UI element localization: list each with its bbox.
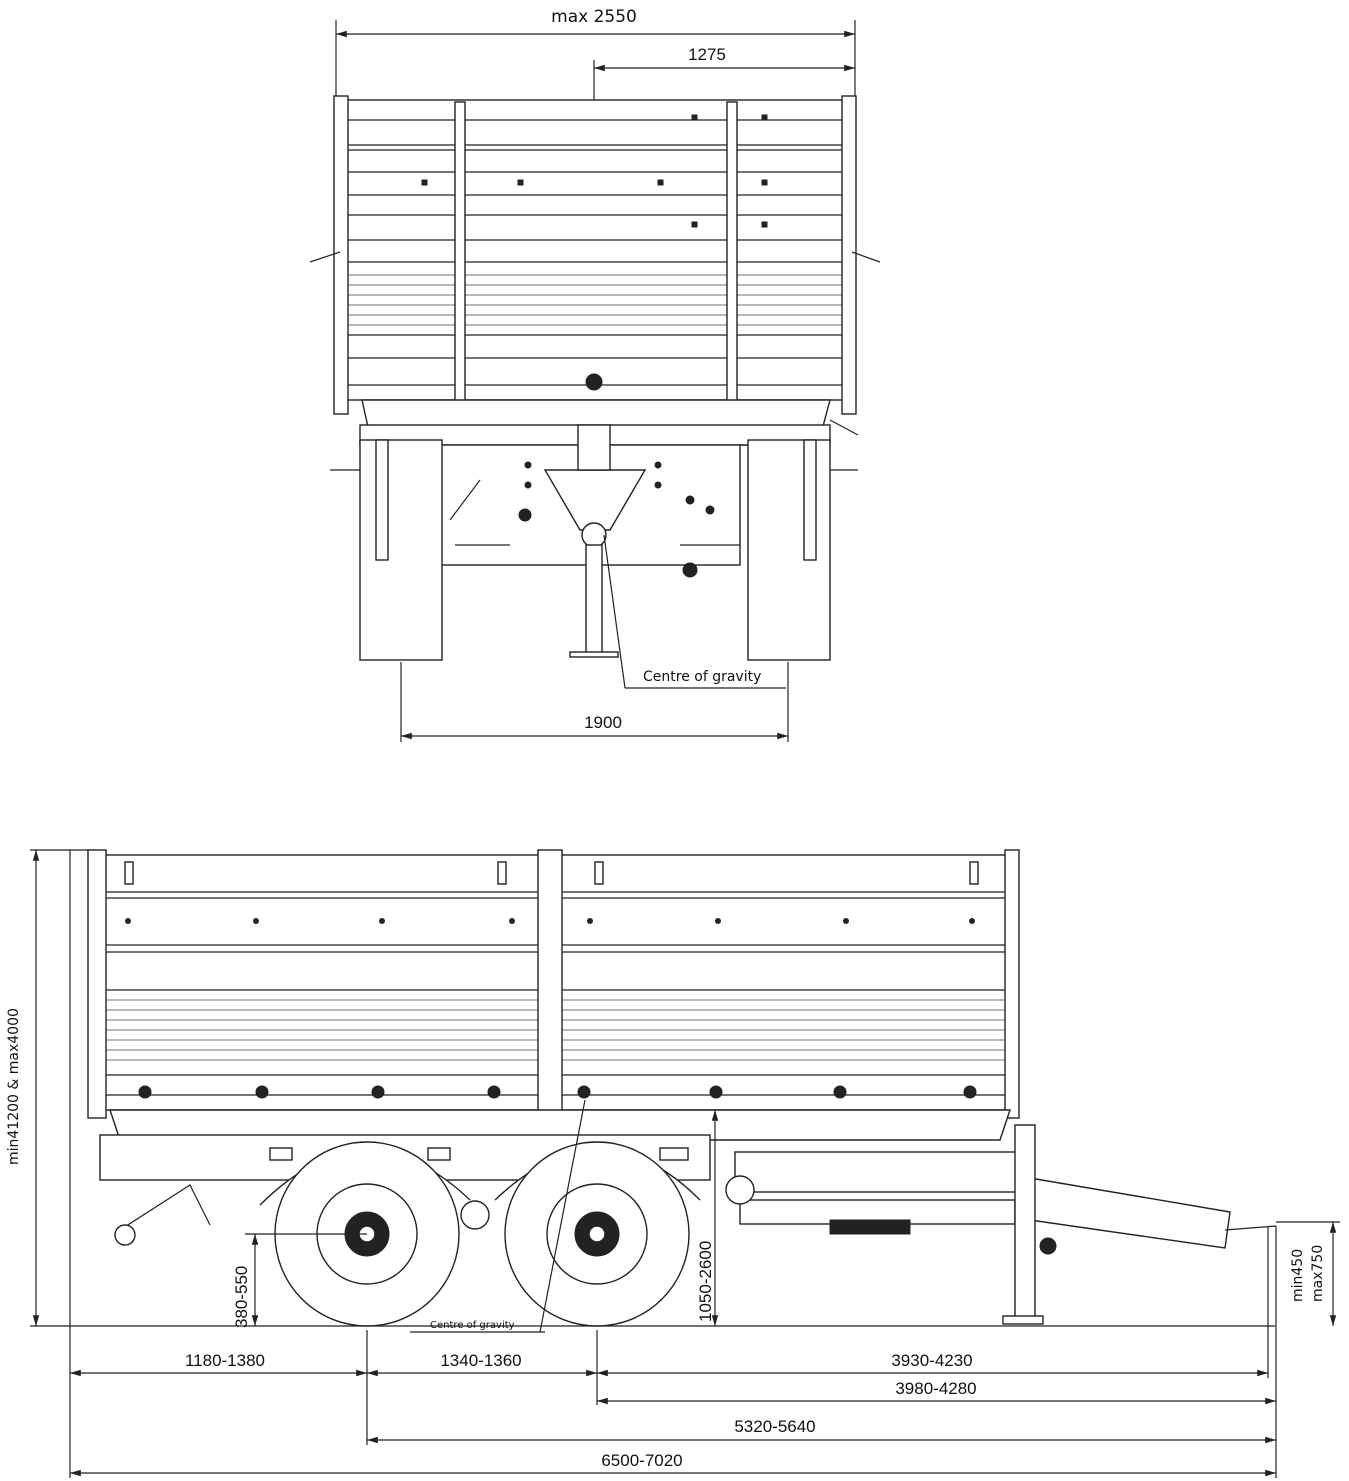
side-drawbar xyxy=(725,1124,1277,1325)
dim-rear-overhang: 1180-1380 xyxy=(185,1351,265,1370)
rear-half-width-label: 1275 xyxy=(688,45,726,64)
dim-front-axle-to-eye-2: 3980-4280 xyxy=(895,1379,976,1398)
rear-view: max 2550 1275 xyxy=(309,7,881,742)
side-height-dimension: min41200 & max4000 xyxy=(6,849,95,1326)
side-cog-callout: Centre of gravity xyxy=(410,1099,586,1333)
platform-height-label: 1050-2600 xyxy=(696,1241,715,1322)
side-cog-label: Centre of gravity xyxy=(430,1320,515,1331)
rear-width-dimension: max 2550 xyxy=(335,7,856,100)
drawbar-height-min-label: min450 xyxy=(1290,1249,1306,1302)
dim-total-length: 6500-7020 xyxy=(601,1451,682,1470)
side-length-dimensions: 1180-1380 1340-1360 3930-4230 3980-4280 … xyxy=(69,1115,1277,1478)
rear-tyres xyxy=(359,439,831,661)
wheel-center-height-dimension: 380-550 xyxy=(232,1233,367,1328)
drawbar-height-dimension: min450 max750 xyxy=(1276,1221,1340,1326)
platform-height-dimension: 1050-2600 xyxy=(696,1110,719,1326)
side-height-label: min41200 & max4000 xyxy=(6,1008,22,1165)
rear-track-dimension: 1900 xyxy=(400,662,789,742)
dim-rear-axle-to-eye: 5320-5640 xyxy=(734,1417,815,1436)
wheel-center-height-label: 380-550 xyxy=(232,1266,251,1328)
dim-axle-spacing: 1340-1360 xyxy=(440,1351,521,1370)
rear-body xyxy=(309,95,881,415)
side-body xyxy=(69,849,1020,1119)
drawbar-height-max-label: max750 xyxy=(1310,1245,1326,1302)
rear-cog-label: Centre of gravity xyxy=(643,669,761,685)
rear-cog-callout: Centre of gravity xyxy=(603,534,786,689)
dim-front-axle-to-eye: 3930-4230 xyxy=(891,1351,972,1370)
side-view: min41200 & max4000 xyxy=(6,849,1340,1478)
rear-width-label: max 2550 xyxy=(551,7,637,27)
rear-track-label: 1900 xyxy=(584,713,622,732)
rear-support-leg xyxy=(569,544,619,658)
